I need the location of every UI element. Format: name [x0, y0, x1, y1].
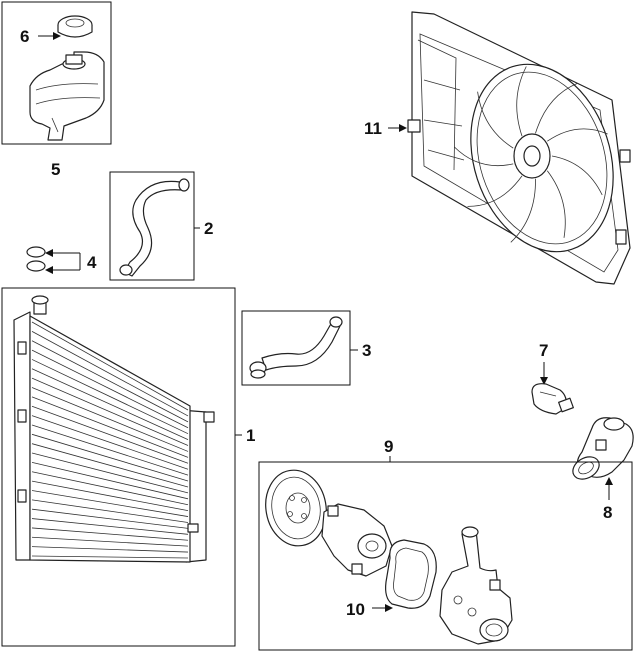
radiator-fin: [31, 508, 189, 529]
radiator-fin: [31, 536, 189, 547]
upper-hose-group: 2: [109, 171, 213, 281]
callout-6: 6: [20, 27, 29, 46]
callout-9: 9: [384, 437, 393, 456]
lower-radiator-hose: [249, 316, 343, 379]
fan-blade: [546, 170, 566, 238]
fan-blade: [510, 178, 536, 243]
lower-hose-box: [241, 310, 351, 386]
callout-3: 3: [362, 341, 371, 360]
fan-blade: [477, 91, 514, 149]
coolant-reservoir: [29, 51, 105, 141]
radiator-fin: [31, 368, 189, 440]
callout-8: 8: [603, 503, 612, 522]
thermostat-group: 8: [572, 417, 634, 522]
lower-hose-group: 3: [241, 310, 371, 386]
radiator-fin: [31, 480, 189, 512]
fan-blade: [467, 175, 523, 207]
water-pump-group: 9 10: [258, 437, 633, 651]
water-pump-gasket: [385, 539, 437, 609]
fan-blade: [547, 128, 608, 142]
reservoir-cap: [57, 15, 93, 38]
hose-clamp: [26, 246, 46, 272]
fan-blade: [551, 155, 603, 196]
cooling-fan-assembly: [407, 11, 631, 285]
radiator-fin: [31, 527, 189, 541]
coolant-outlet-housing: [439, 526, 513, 645]
radiator-fins: [31, 321, 189, 559]
fan-blades: [454, 66, 608, 243]
radiator-fin: [31, 331, 189, 417]
water-pump-box: [258, 461, 633, 651]
callout-2: 2: [204, 219, 213, 238]
radiator-fin: [31, 340, 189, 423]
radiator-fin: [31, 415, 189, 470]
radiator: [13, 295, 215, 563]
radiator-fin: [31, 321, 189, 411]
callout-5: 5: [51, 160, 60, 179]
radiator-fin: [31, 387, 189, 452]
thermostat-housing: [572, 417, 634, 480]
radiator-fin: [31, 499, 189, 523]
temperature-sensor-group: 7: [531, 341, 574, 415]
coolant-temperature-sensor: [531, 383, 574, 415]
callout-1: 1: [246, 426, 255, 445]
radiator-fin: [31, 518, 189, 535]
upper-radiator-hose: [119, 178, 190, 277]
radiator-fin: [31, 359, 189, 435]
radiator-fin: [31, 462, 189, 500]
radiator-fin: [31, 377, 189, 446]
radiator-fin: [31, 471, 189, 506]
radiator-fin: [31, 349, 189, 429]
radiator-fin: [31, 433, 189, 482]
fan-assembly-group: 11: [364, 11, 631, 285]
radiator-fin: [31, 555, 189, 559]
fan-blade: [454, 146, 514, 167]
water-pump-pulley: [265, 469, 327, 547]
radiator-fin: [31, 546, 189, 553]
hose-clamps-group: 4: [26, 246, 97, 274]
reservoir-box: [1, 1, 112, 145]
radiator-fin: [31, 490, 189, 517]
radiator-fin: [31, 396, 189, 458]
callout-7: 7: [539, 341, 548, 360]
callout-11: 11: [364, 119, 382, 138]
radiator-fin: [31, 424, 189, 476]
radiator-fin: [31, 452, 189, 494]
radiator-group: 1: [1, 287, 255, 647]
fan-blade: [516, 66, 527, 137]
upper-hose-box: [109, 171, 195, 281]
fan-blade: [535, 82, 578, 134]
reservoir-group: 6 5: [1, 1, 112, 179]
callout-10: 10: [346, 600, 365, 619]
radiator-fin: [31, 443, 189, 488]
radiator-fin: [31, 405, 189, 464]
water-pump: [321, 503, 393, 577]
callout-4: 4: [87, 253, 97, 272]
radiator-box: [1, 287, 236, 647]
